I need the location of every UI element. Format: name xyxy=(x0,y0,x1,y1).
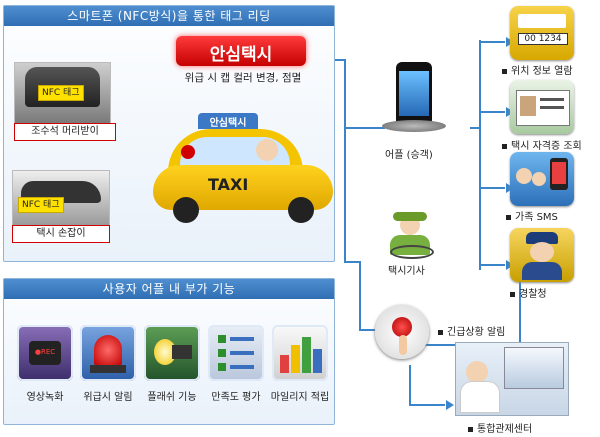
output-text-location: 위치 정보 열람 xyxy=(511,66,573,77)
app-passenger-label: 어플 (승객) xyxy=(385,150,433,161)
output-label-location: 위치 정보 열람 xyxy=(502,62,573,77)
headrest-label: 조수석 머리받이 xyxy=(14,123,116,141)
rec-badge: ●REC xyxy=(34,348,56,356)
feature-label-emergency: 위급시 알림 xyxy=(83,392,133,403)
driver-illustration xyxy=(385,212,435,260)
nfc-tag-label-1: NFC 태그 xyxy=(38,85,84,101)
checklist-icon[interactable] xyxy=(208,325,264,381)
nfc-panel-title: 스마트폰 (NFC방식)을 통한 태그 리딩 xyxy=(4,6,334,26)
car-door-text: TAXI xyxy=(208,175,249,194)
sign-caption: 위급 시 캡 컬러 변경, 점멸 xyxy=(184,72,302,84)
safe-taxi-sign: 안심택시 xyxy=(176,36,306,66)
emergency-button-icon[interactable] xyxy=(375,305,429,359)
nfc-tag-label-2: NFC 태그 xyxy=(18,197,64,213)
output-text-family-sms: 가족 SMS xyxy=(515,212,558,223)
flashlight-icon[interactable] xyxy=(144,325,200,381)
smartphone-icon xyxy=(396,62,432,126)
license-card-icon[interactable] xyxy=(510,80,574,134)
taxi-plate-icon[interactable]: 00 1234 xyxy=(510,6,574,60)
family-sms-icon[interactable] xyxy=(510,152,574,206)
emergency-alert-label: 긴급상황 알림 xyxy=(438,323,505,338)
police-officer-icon[interactable] xyxy=(510,228,574,282)
output-label-family-sms: 가족 SMS xyxy=(506,208,558,223)
output-text-license: 택시 자격증 조회 xyxy=(511,141,582,152)
output-label-police: 경찰청 xyxy=(510,285,547,300)
emergency-alert-text: 긴급상황 알림 xyxy=(447,327,506,338)
bar-chart-icon[interactable] xyxy=(272,325,328,381)
rec-camera-icon[interactable]: ●REC xyxy=(17,325,73,381)
feature-label-mileage: 마일리지 적립 xyxy=(270,392,330,403)
output-label-license: 택시 자격증 조회 xyxy=(502,137,582,152)
feature-label-rating: 만족도 평가 xyxy=(211,392,261,403)
driver-label: 택시기사 xyxy=(388,266,425,277)
features-panel-title: 사용자 어플 내 부가 기능 xyxy=(4,279,334,299)
sign-text: 안심택시 xyxy=(209,45,273,65)
control-center-illustration xyxy=(455,342,569,416)
control-center-label: 통합관제센터 xyxy=(468,420,532,435)
control-center-text: 통합관제센터 xyxy=(477,424,533,435)
feature-label-flash: 플래쉬 기능 xyxy=(147,392,197,403)
feature-label-recording: 영상녹화 xyxy=(26,392,64,403)
taxi-car-illustration: 안심택시 TAXI xyxy=(148,105,338,225)
phone-stand xyxy=(382,120,446,132)
plate-number: 00 1234 xyxy=(518,33,568,45)
siren-icon[interactable] xyxy=(80,325,136,381)
car-roof-sign: 안심택시 xyxy=(209,118,247,129)
output-text-police: 경찰청 xyxy=(519,289,547,300)
handle-label: 택시 손잡이 xyxy=(12,225,110,243)
